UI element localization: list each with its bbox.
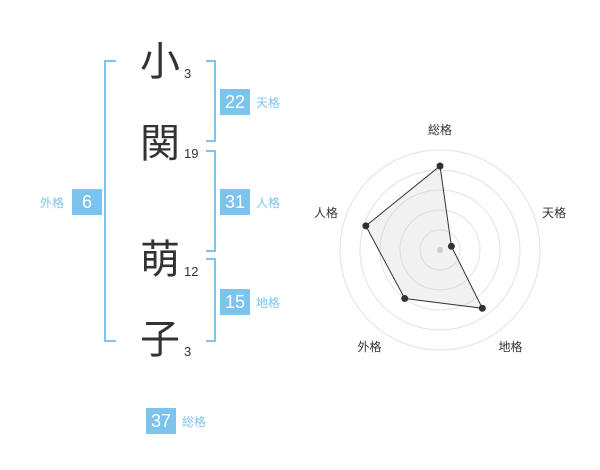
tenkaku-badge: 22 天格 [220, 89, 280, 115]
radar-ring-5 [339, 149, 541, 351]
soukaku-label: 総格 [182, 414, 207, 429]
chikaku-value: 15 [220, 289, 250, 315]
gaikaku-value: 6 [72, 189, 103, 215]
radar-point-5 [362, 222, 370, 230]
radar-ring-3 [379, 189, 501, 311]
radar-ring-2 [399, 209, 481, 291]
name-char-4: 子 [140, 317, 180, 363]
name-char-3: 萌 [140, 237, 180, 283]
name-char-2: 関 [140, 121, 180, 167]
jinkaku-value: 31 [220, 189, 250, 215]
radar-ring-1 [419, 229, 461, 271]
name-char-1: 小 [140, 39, 180, 85]
radar-axis-label-3: 地格 [499, 339, 523, 354]
radar-point-2 [447, 242, 455, 250]
radar-axis-label-2: 天格 [542, 205, 566, 220]
radar-axis-label-5: 人格 [314, 205, 338, 220]
radar-center [437, 247, 443, 253]
radar-point-4 [401, 295, 409, 303]
chikaku-badge: 15 地格 [220, 289, 280, 315]
jinkaku-badge: 31 人格 [220, 189, 280, 215]
stroke-count-4: 3 [184, 344, 192, 359]
radar-polygon [365, 165, 484, 309]
stroke-count-3: 12 [184, 264, 199, 279]
chikaku-label: 地格 [256, 295, 281, 310]
tenkaku-label: 天格 [256, 95, 281, 110]
gaikaku-badge: 外格 6 [40, 189, 103, 215]
radar-point-3 [478, 304, 486, 312]
radar-axis-label-1: 総格 [428, 122, 452, 137]
radar-axis-label-4: 外格 [357, 339, 381, 354]
jinkaku-label: 人格 [256, 195, 281, 210]
tenkaku-value: 22 [220, 89, 250, 115]
soukaku-badge: 37 総格 [146, 408, 206, 434]
gaikaku-bracket [104, 60, 116, 342]
radar-point-1 [436, 162, 444, 170]
soukaku-value: 37 [146, 408, 176, 434]
radar-ring-4 [359, 169, 521, 331]
gaikaku-label: 外格 [40, 195, 65, 210]
tenkaku-bracket [206, 60, 216, 142]
jinkaku-bracket [206, 150, 216, 252]
chikaku-bracket [206, 258, 216, 342]
stroke-count-1: 3 [184, 66, 192, 81]
stroke-count-2: 19 [184, 146, 199, 161]
